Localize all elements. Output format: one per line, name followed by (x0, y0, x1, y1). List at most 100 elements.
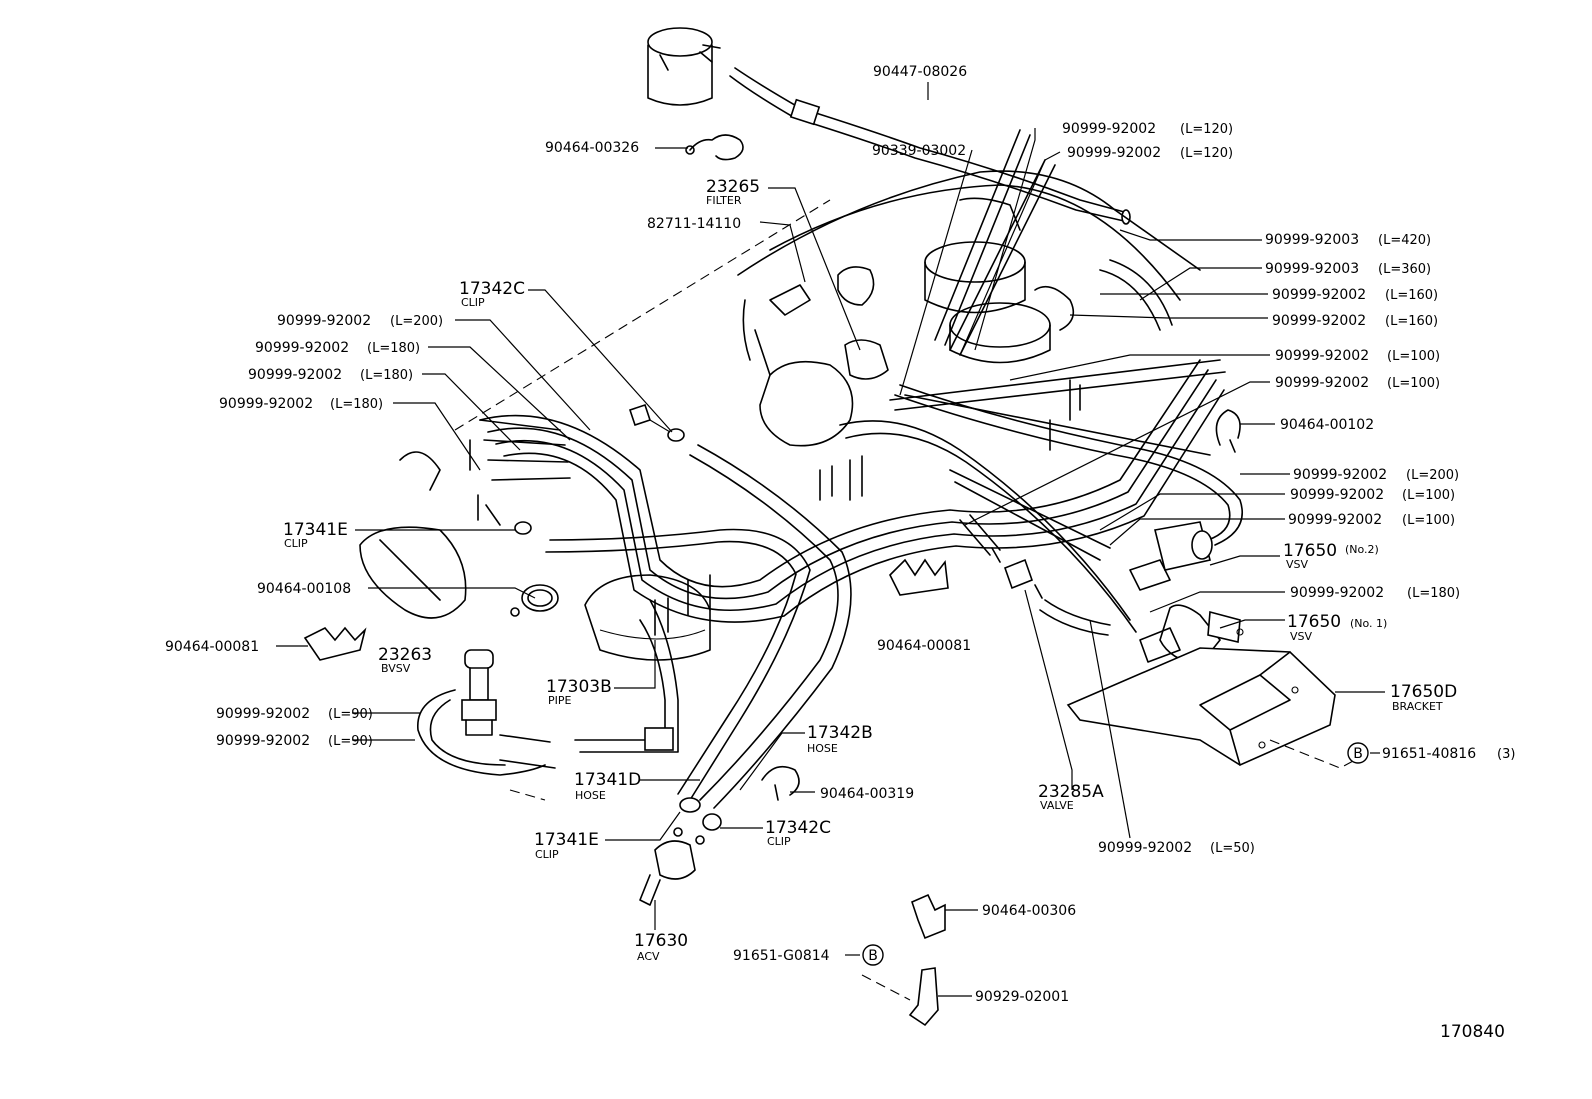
bracket-90929-drawing (861, 967, 939, 1027)
label-hose-l200-b-len: (L=200) (1406, 468, 1459, 483)
clip-00102-drawing (1215, 409, 1241, 453)
label-hose-l120-a-len: (L=120) (1180, 122, 1233, 137)
label-hose-l180-d: 90999-92002 (1290, 585, 1384, 601)
label-17650-no1-name: VSV (1290, 630, 1313, 643)
long-hoses-drawing (545, 444, 852, 809)
label-17342c-low: 17342C (765, 818, 831, 838)
label-hose-l50: 90999-92002 (1098, 840, 1192, 856)
svg-text:B: B (868, 948, 878, 964)
label-23263: 23263 (378, 645, 432, 665)
clip-00108-drawing (510, 584, 559, 617)
label-hose-l160-a: 90999-92002 (1272, 287, 1366, 303)
part-labels: 90447-08026 90464-00326 90339-03002 9099… (165, 64, 1515, 1042)
label-17650-no2-name: VSV (1286, 558, 1309, 571)
label-17630-name: ACV (637, 950, 660, 963)
label-91651-g0814: 91651-G0814 (733, 948, 830, 964)
label-hose-l90-a-len: (L=90) (328, 707, 373, 722)
label-17341d: 17341D (574, 770, 641, 790)
clamp-00081-mid-drawing (889, 558, 949, 596)
label-hose-l420: 90999-92003 (1265, 232, 1359, 248)
label-hose-l120-b-len: (L=120) (1180, 146, 1233, 161)
label-90464-00326: 90464-00326 (545, 140, 639, 156)
left-hose-group-drawing (469, 419, 571, 526)
label-91651-40816-qty: (3) (1497, 747, 1515, 762)
label-hose-l420-len: (L=420) (1378, 233, 1431, 248)
label-17342b: 17342B (807, 723, 873, 743)
label-hose-l180-a: 90999-92002 (255, 340, 349, 356)
label-17650-no2-num: (No.2) (1345, 543, 1379, 556)
label-hose-l90-b: 90999-92002 (216, 733, 310, 749)
air-cleaner-housing-outline (454, 170, 1201, 431)
label-hose-l180-d-len: (L=180) (1407, 586, 1460, 601)
diagram-id: 170840 (1440, 1022, 1505, 1042)
diaphragm-hoses-drawing (934, 129, 1173, 356)
filter-23265-drawing (837, 266, 889, 380)
label-17342c-top-name: CLIP (461, 296, 485, 309)
clip-00319-drawing (761, 765, 800, 801)
label-17650d-name: BRACKET (1392, 700, 1443, 713)
bolt-b-marker: B (1347, 742, 1369, 764)
bracket-17650d-drawing (1066, 628, 1356, 769)
label-17650-no2: 17650 (1283, 541, 1337, 561)
throttle-servo-drawing (742, 284, 854, 447)
label-hose-l180-a-len: (L=180) (367, 341, 420, 356)
acv-drawing (639, 797, 722, 906)
vacuum-diaphragm-drawing (924, 241, 1075, 364)
label-hose-l100-c: 90999-92002 (1290, 487, 1384, 503)
label-23285a: 23285A (1038, 782, 1104, 802)
clip-17342c-upper-drawing (628, 403, 685, 442)
label-hose-l200-a-len: (L=200) (390, 314, 443, 329)
charcoal-canister-drawing (647, 27, 721, 106)
label-hose-l100-a: 90999-92002 (1275, 348, 1369, 364)
label-17342c-low-name: CLIP (767, 835, 791, 848)
label-17303b-name: PIPE (548, 694, 572, 707)
label-hose-l100-a-len: (L=100) (1387, 349, 1440, 364)
label-hose-l100-b-len: (L=100) (1387, 376, 1440, 391)
label-17341e-left-name: CLIP (284, 537, 308, 550)
bvsv-drawing (461, 649, 497, 736)
svg-text:B: B (1353, 746, 1363, 762)
label-17341e-low-name: CLIP (535, 848, 559, 861)
label-90464-00306: 90464-00306 (982, 903, 1076, 919)
label-hose-l180-b: 90999-92002 (248, 367, 342, 383)
label-hose-l200-a: 90999-92002 (277, 313, 371, 329)
label-91651-40816: 91651-40816 (1382, 746, 1476, 762)
label-17341e-left: 17341E (283, 520, 348, 540)
label-hose-l50-len: (L=50) (1210, 841, 1255, 856)
vsv-no2-drawing (1129, 521, 1213, 591)
label-23265-name: FILTER (706, 194, 742, 207)
label-90464-00108: 90464-00108 (257, 581, 351, 597)
label-17303b: 17303B (546, 677, 612, 697)
label-hose-l180-c-len: (L=180) (330, 397, 383, 412)
label-90464-00081-left: 90464-00081 (165, 639, 259, 655)
label-23265: 23265 (706, 177, 760, 197)
label-90464-00102: 90464-00102 (1280, 417, 1374, 433)
label-hose-l100-d: 90999-92002 (1288, 512, 1382, 528)
label-hose-l100-d-len: (L=100) (1402, 513, 1455, 528)
label-hose-l360-len: (L=360) (1378, 262, 1431, 277)
pipe-bundle-17303b-drawing (479, 359, 1225, 753)
label-90929-02001: 90929-02001 (975, 989, 1069, 1005)
leader-lines (276, 82, 1385, 997)
label-17630: 17630 (634, 931, 688, 951)
label-17650-no1-num: (No. 1) (1350, 617, 1387, 630)
label-23285a-name: VALVE (1040, 799, 1074, 812)
label-hose-l120-a: 90999-92002 (1062, 121, 1156, 137)
label-hose-l90-b-len: (L=90) (328, 734, 373, 749)
clamp-00326-drawing (685, 134, 744, 161)
valve-23285a-drawing (991, 547, 1043, 599)
label-hose-l180-b-len: (L=180) (360, 368, 413, 383)
label-17341e-low: 17341E (534, 830, 599, 850)
label-17342c-top: 17342C (459, 279, 525, 299)
clamp-00081-left-drawing (303, 626, 367, 661)
clip-17341e-upper-drawing (514, 521, 532, 535)
label-17650d: 17650D (1390, 682, 1457, 702)
label-17650-no1: 17650 (1287, 612, 1341, 632)
label-23263-name: BVSV (381, 662, 411, 675)
label-17342b-name: HOSE (807, 742, 838, 755)
label-90464-00081-mid: 90464-00081 (877, 638, 971, 654)
label-hose-l200-b: 90999-92002 (1293, 467, 1387, 483)
hoses-l90-drawing (417, 689, 556, 801)
label-hose-l180-c: 90999-92002 (219, 396, 313, 412)
label-hose-l90-a: 90999-92002 (216, 706, 310, 722)
